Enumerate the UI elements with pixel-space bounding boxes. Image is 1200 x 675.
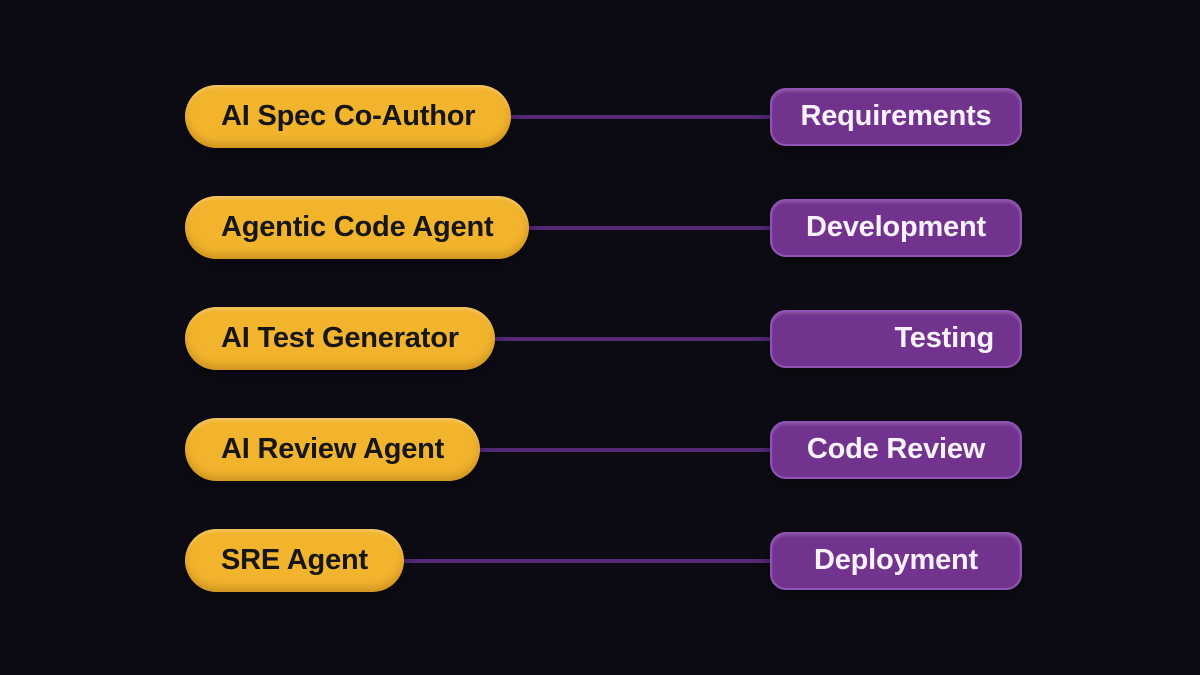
row-testing: AI Test Generator Testing: [185, 307, 1022, 370]
agent-pill: SRE Agent: [185, 529, 404, 592]
row-code-review: AI Review Agent Code Review: [185, 418, 1022, 481]
agent-pill: AI Review Agent: [185, 418, 481, 481]
row-deployment: SRE Agent Deployment: [185, 529, 1022, 592]
phase-label: Testing: [894, 322, 994, 354]
connector-line: [519, 225, 780, 230]
phase-box: Testing: [770, 309, 1022, 368]
agent-pill: AI Spec Co-Author: [185, 85, 512, 148]
connector-line: [393, 558, 780, 563]
agent-pill: AI Test Generator: [185, 307, 495, 370]
phase-box: Code Review: [770, 420, 1022, 479]
connector-line: [484, 336, 780, 341]
agent-label: AI Review Agent: [221, 433, 445, 465]
phase-box: Development: [770, 198, 1022, 257]
agent-label: Agentic Code Agent: [221, 211, 494, 243]
phase-label: Requirements: [800, 100, 992, 132]
row-requirements: AI Spec Co-Author Requirements: [185, 85, 1022, 148]
phase-label: Development: [806, 211, 986, 243]
phase-label: Code Review: [806, 433, 986, 465]
connector-line: [470, 447, 780, 452]
row-development: Agentic Code Agent Development: [185, 196, 1022, 259]
phase-box: Deployment: [770, 531, 1022, 590]
agent-label: AI Spec Co-Author: [221, 100, 476, 132]
agent-label: AI Test Generator: [221, 322, 459, 354]
agent-pill: Agentic Code Agent: [185, 196, 530, 259]
connector-line: [501, 114, 780, 119]
agent-label: SRE Agent: [221, 544, 368, 576]
phase-box: Requirements: [770, 87, 1022, 146]
phase-label: Deployment: [814, 544, 978, 576]
